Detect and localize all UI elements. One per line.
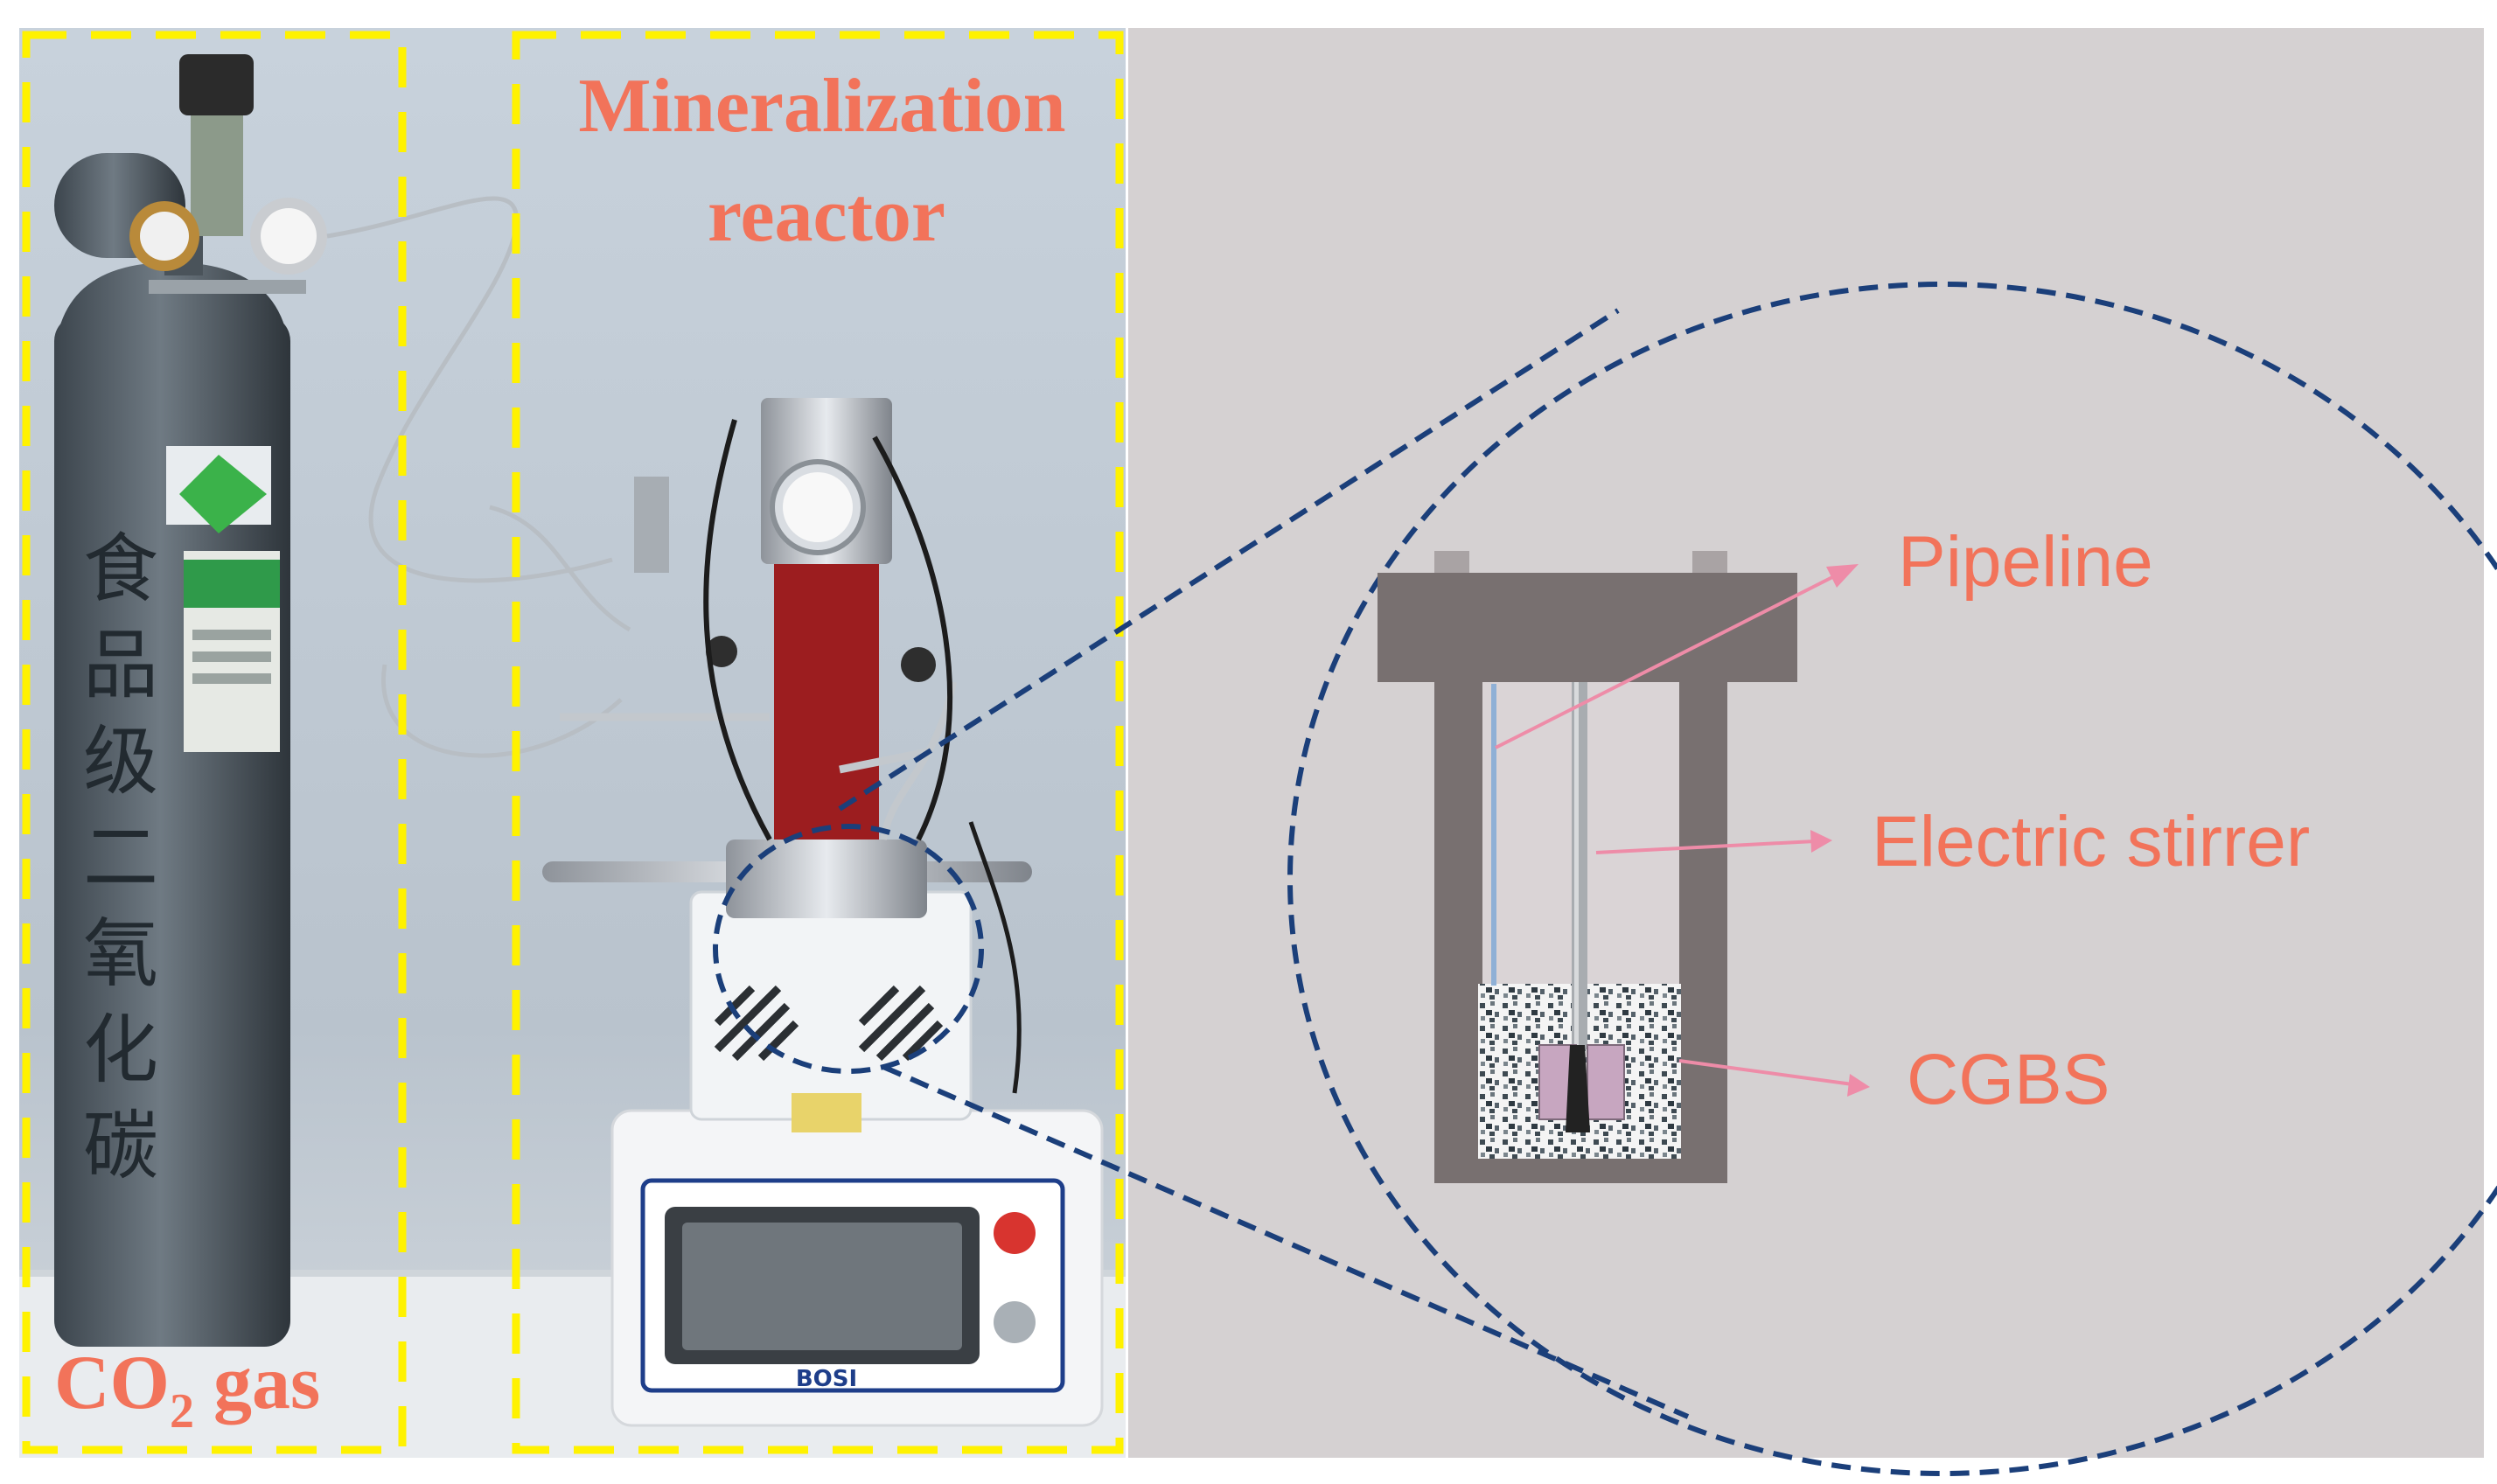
callout-cgbs: CGBS bbox=[1907, 1040, 2110, 1119]
cylinder-char-2: 级 bbox=[83, 718, 158, 805]
cylinder-char-4: 氧 bbox=[83, 910, 158, 998]
reactor-lid bbox=[1378, 573, 1797, 682]
gas-label-subscript: 2 bbox=[170, 1384, 194, 1439]
reactor-wall-right bbox=[1679, 682, 1727, 1181]
gas-label-suffix: gas bbox=[194, 1341, 320, 1425]
yellow-dashed-boxes bbox=[22, 31, 1124, 1454]
cylinder-char-1: 品 bbox=[83, 622, 158, 709]
zoom-source-circle bbox=[713, 824, 984, 1074]
callout-arrows bbox=[1495, 564, 1870, 1097]
reactor-apparatus: BOSI bbox=[542, 398, 1104, 1427]
reactor-bottom bbox=[1434, 1159, 1727, 1183]
stirrer-blade-right bbox=[1587, 1044, 1625, 1120]
callout-stirrer: Electric stirrer bbox=[1872, 802, 2310, 881]
gas-tubing bbox=[326, 196, 631, 758]
reactor-box bbox=[512, 31, 1124, 1454]
reactor-label-line1: Mineralization bbox=[578, 64, 1065, 149]
reactor-wall-left bbox=[1434, 682, 1482, 1181]
reactor-schematic bbox=[1378, 551, 1797, 1183]
reactor-label-line2: reactor bbox=[708, 173, 945, 258]
cylinder-char-0: 食 bbox=[83, 526, 158, 613]
gas-label-prefix: CO bbox=[54, 1341, 170, 1425]
stirrer-shaft bbox=[1572, 682, 1587, 1049]
gas-label: CO2 gas bbox=[54, 1341, 320, 1439]
schematic-panel bbox=[1128, 28, 2484, 1458]
cylinder-characters: 食 品 级 二 氧 化 碳 bbox=[83, 526, 158, 1190]
callout-pipeline: Pipeline bbox=[1898, 522, 2153, 602]
cylinder-char-3: 二 bbox=[83, 814, 158, 902]
gas-box bbox=[22, 31, 407, 1454]
co2-cylinder bbox=[54, 54, 327, 1347]
pipeline-tube bbox=[1491, 684, 1496, 986]
zoom-connectors bbox=[838, 308, 1690, 1419]
cylinder-char-5: 化 bbox=[83, 1007, 158, 1094]
cylinder-char-6: 碳 bbox=[83, 1103, 158, 1190]
controller-brand: BOSI bbox=[796, 1366, 857, 1392]
